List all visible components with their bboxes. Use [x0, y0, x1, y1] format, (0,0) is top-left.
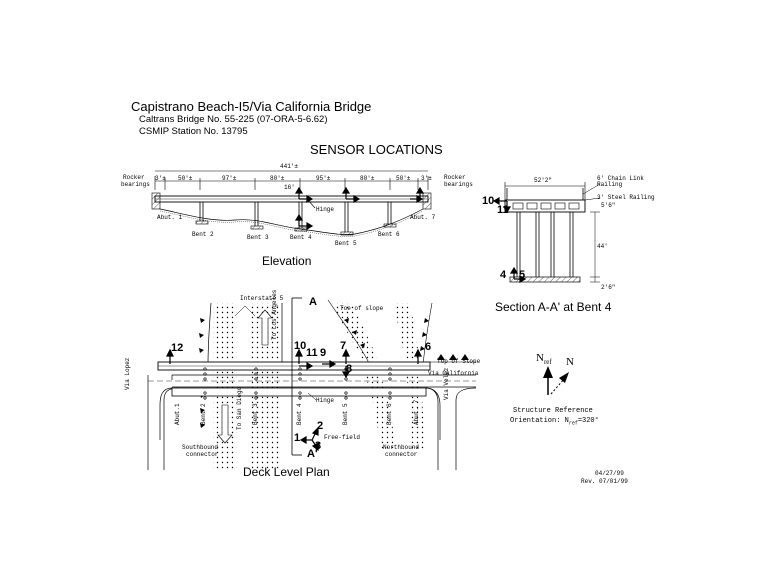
plan-drawing: [147, 297, 477, 470]
bent-6-label: Bent 6: [378, 231, 400, 238]
section-note-railing: Railing: [597, 181, 623, 188]
span-3: 97'±: [222, 175, 237, 182]
plan-hinge-label: Hinge: [316, 397, 335, 404]
abut-right-label: Abut. 7: [410, 214, 436, 221]
bent-2-label: Bent 2: [192, 231, 214, 238]
plan-bent-3: Bent 3: [252, 403, 259, 425]
section-sensor-10: 10: [482, 195, 495, 207]
section-note-depth: 5'6": [601, 202, 616, 209]
section-note-chain: 6' Chain Link: [597, 175, 644, 182]
plan-sensor-9: 9: [320, 347, 327, 359]
page-title: Capistrano Beach-I5/Via California Bridg…: [131, 99, 372, 114]
plan-sensor-10: 10: [294, 340, 307, 352]
plan-abut-1: Abut.1: [174, 403, 181, 425]
bent-3-label: Bent 3: [247, 234, 269, 241]
via-lopez-label: Via Lopez: [124, 357, 131, 390]
section-a-prime-label: A': [307, 448, 318, 460]
section-a-label: A: [309, 296, 317, 308]
section-drawing: [492, 182, 601, 284]
bridge-number: Caltrans Bridge No. 55-225 (07-ORA-5-6.6…: [139, 114, 328, 125]
elevation-caption: Elevation: [262, 254, 312, 268]
plan-bent-2: Bent 2: [200, 403, 207, 425]
section-sensor-5: 5: [519, 269, 526, 281]
southbound-1: Southbound: [182, 444, 219, 451]
span-4: 80'±: [270, 175, 285, 182]
rocker-left-1: Rocker: [123, 174, 145, 181]
abut-left-label: Abut. 1: [157, 214, 183, 221]
plan-sensor-6: 6: [425, 341, 432, 353]
section-width: 52'2": [534, 177, 553, 184]
span-8: 3'±: [421, 175, 432, 182]
hinge-label: Hinge: [316, 206, 335, 213]
nref-label: Nref: [536, 352, 552, 367]
span-7: 50'±: [396, 175, 411, 182]
top-of-slope-label: Top of Slope: [437, 358, 481, 365]
span-2: 50'±: [178, 175, 193, 182]
span-6: 80'±: [360, 175, 375, 182]
plan-sensor-12: 12: [171, 342, 184, 354]
n-label: N: [566, 356, 574, 368]
station-number: CSMIP Station No. 13795: [139, 126, 248, 137]
plan-sensor-8: 8: [346, 363, 353, 375]
section-caption: Section A-A' at Bent 4: [495, 300, 612, 314]
plan-sensor-11: 11: [306, 347, 318, 359]
interstate-label: Interstate 5: [240, 295, 284, 302]
orientation-line-1: Structure Reference: [513, 407, 593, 415]
section-sensor-4: 4: [500, 269, 507, 281]
southbound-2: connector: [186, 451, 219, 458]
section-note-height: 44': [597, 243, 608, 250]
north-arrows: [543, 366, 569, 395]
elevation-total-length: 441'±: [280, 163, 299, 170]
plan-abut-7: Abut. 7: [413, 399, 420, 425]
span-1: 3'±: [155, 175, 166, 182]
rocker-right-1: Rocker: [444, 174, 466, 181]
section-note-footing: 2'6": [601, 284, 616, 291]
free-field-label: Free-field: [324, 434, 361, 441]
northbound-1: Northbound: [383, 444, 420, 451]
via-california-label: Via California: [428, 370, 479, 377]
date-label: 04/27/99: [595, 470, 624, 477]
rocker-left-2: bearings: [121, 181, 150, 188]
plan-bent-6: Bent 6: [386, 403, 393, 425]
toe-of-slope-label: Toe of slope: [340, 305, 384, 312]
plan-bent-5: Bent 5: [342, 403, 349, 425]
northbound-2: connector: [385, 451, 418, 458]
via-velez-label: Via Velez: [443, 367, 450, 400]
to-san-diego-label: To San Diego: [236, 386, 243, 430]
section-note-steel: 3' Steel Railing: [597, 194, 655, 201]
plan-caption: Deck Level Plan: [243, 465, 330, 479]
elevation-drawing: [151, 170, 432, 237]
section-sensor-11: 11: [497, 204, 509, 216]
to-los-angeles-label: To Los Angeles: [271, 289, 278, 340]
span-5: 95'±: [316, 175, 331, 182]
bent-5-label: Bent 5: [335, 240, 357, 247]
hinge-offset: 16': [284, 184, 295, 191]
orientation-line-2: Orientation: Nref=320°: [510, 417, 599, 427]
plan-sensor-2: 2: [317, 420, 324, 432]
sensor-locations-heading: SENSOR LOCATIONS: [310, 142, 443, 157]
plan-sensor-3: 3: [315, 440, 322, 452]
plan-bent-4: Bent 4: [296, 403, 303, 425]
bent-4-label: Bent 4: [290, 234, 312, 241]
plan-sensor-7: 7: [340, 340, 347, 352]
revision-label: Rev. 07/01/99: [581, 478, 628, 485]
rocker-right-2: bearings: [444, 181, 473, 188]
plan-sensor-1: 1: [294, 432, 301, 444]
